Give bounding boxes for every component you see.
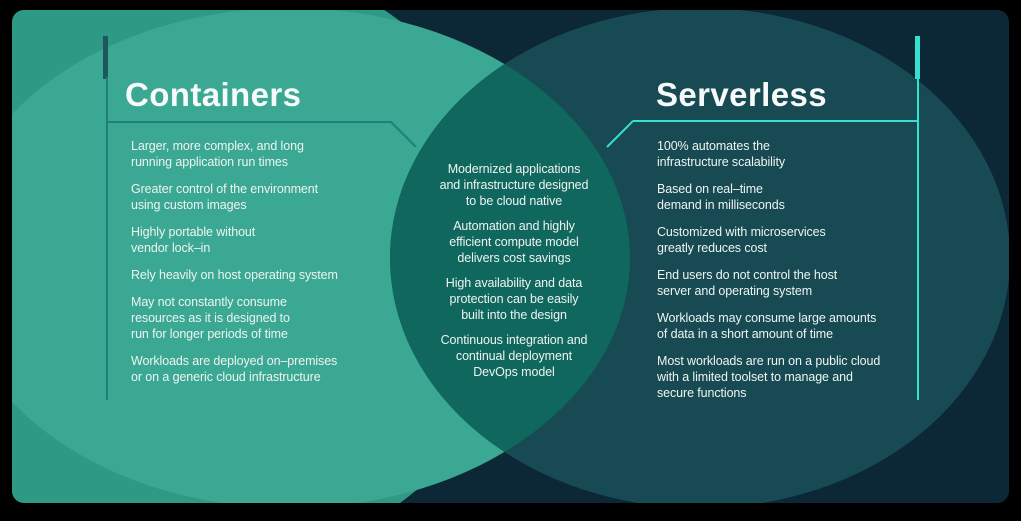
serverless-accent-tick <box>915 36 920 79</box>
containers-bracket-vertical-line <box>106 77 108 400</box>
containers-item-5: May not constantly consume resources as … <box>131 295 290 341</box>
shared-item-4: Continuous integration and continual dep… <box>440 333 588 379</box>
shared-list: Modernized applications and infrastructu… <box>394 161 634 380</box>
containers-title: Containers <box>125 76 302 113</box>
containers-item-1: Larger, more complex, and long running a… <box>131 139 304 169</box>
serverless-item-2: Based on real–time demand in millisecond… <box>657 182 785 212</box>
containers-accent-tick <box>103 36 108 79</box>
serverless-title: Serverless <box>656 76 827 113</box>
serverless-item-3: Customized with microservices greatly re… <box>657 225 826 255</box>
serverless-list: 100% automates the infrastructure scalab… <box>657 138 947 401</box>
serverless-bracket-vertical-line <box>917 77 919 400</box>
shared-item-3: High availability and data protection ca… <box>445 276 583 322</box>
shared-item-2: Automation and highly efficient compute … <box>449 219 579 265</box>
containers-item-6: Workloads are deployed on–premises or on… <box>131 354 338 384</box>
containers-list: Larger, more complex, and long running a… <box>131 138 401 385</box>
serverless-item-4: End users do not control the host server… <box>657 268 838 298</box>
containers-item-4: Rely heavily on host operating system <box>131 268 338 282</box>
containers-item-2: Greater control of the environment using… <box>131 182 318 212</box>
containers-item-3: Highly portable without vendor lock–in <box>131 225 256 255</box>
serverless-bracket-horizontal-line <box>633 120 918 122</box>
shared-item-1: Modernized applications and infrastructu… <box>439 162 589 208</box>
containers-bracket-horizontal-line <box>107 121 392 123</box>
serverless-item-5: Workloads may consume large amounts of d… <box>657 311 877 341</box>
serverless-item-6: Most workloads are run on a public cloud… <box>657 354 881 400</box>
serverless-item-1: 100% automates the infrastructure scalab… <box>657 139 786 169</box>
venn-card: Containers Serverless Larger, more compl… <box>12 10 1009 503</box>
